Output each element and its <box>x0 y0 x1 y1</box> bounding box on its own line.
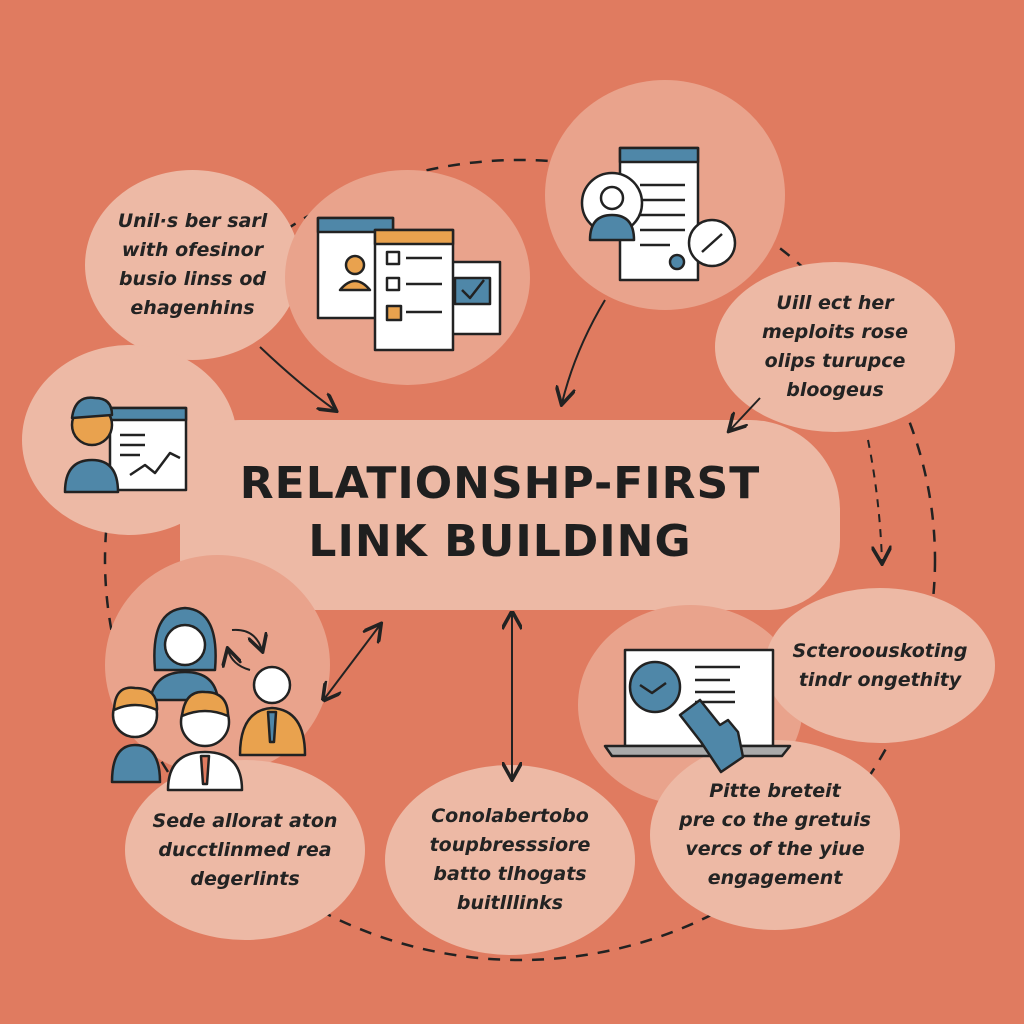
bubble-text: Conolabertobo <box>431 805 589 827</box>
arrow <box>231 628 262 650</box>
bubble-text: bloogeus <box>786 379 884 401</box>
bubble-text: batto tlhogats <box>433 863 587 885</box>
arrow <box>730 397 761 430</box>
bubble-text: busio linss od <box>118 268 267 290</box>
bubble-text: with ofesinor <box>121 239 264 261</box>
bubble-text: buitlllinks <box>456 892 564 914</box>
bubble-text: vercs of the yiue <box>685 838 865 860</box>
bubble-text: tindr ongethity <box>798 668 962 691</box>
bubble-text: Pitte breteit <box>709 780 841 802</box>
bubble-text: olips turupce <box>764 350 906 372</box>
bubble-text: Uill ect her <box>776 292 894 314</box>
people-collaboration-icon <box>110 606 307 792</box>
bubble-text: ducctlinmed rea <box>158 838 332 861</box>
bubble-text: Unil·s ber sarl <box>117 210 268 232</box>
bubble-text: pre co the gretuis <box>679 809 871 831</box>
text-bubble-top-left: Unil·s ber sarl with ofesinor busio linss … <box>85 170 300 360</box>
text-bubble-bottom-right: Pitte breteit pre co the gretuis vercs of … <box>650 740 900 930</box>
documents-checklist-icon <box>316 216 502 352</box>
bubble-text: ehagenhins <box>130 297 255 319</box>
arrow <box>228 650 251 671</box>
double-arrow <box>325 625 380 698</box>
person-analytics-icon <box>63 396 188 494</box>
page-title: RELATIONSHP-FIRST LINK BUILDING <box>180 455 820 571</box>
bubble-text: Scteroouskoting <box>792 639 968 662</box>
bubble-text: meploits rose <box>762 321 908 343</box>
bubble-text: degerlints <box>190 867 300 890</box>
arrow <box>259 346 335 410</box>
bubble-text: toupbresssiore <box>429 834 591 856</box>
bubble-text: Sede allorat aton <box>152 809 338 832</box>
laptop-click-icon <box>603 648 792 774</box>
text-bubble-bottom-center: Conolabertobo toupbresssiore batto tlhogat… <box>385 765 635 955</box>
dashed-cycle-ring <box>103 158 937 962</box>
title-line-1: RELATIONSHP-FIRST <box>239 458 761 509</box>
text-bubble-right-middle: Scteroouskoting tindr ongethity <box>765 588 995 743</box>
arrow <box>562 299 606 403</box>
arrow <box>867 439 882 562</box>
profile-document-icon <box>580 146 737 282</box>
title-banner <box>180 420 840 610</box>
title-line-2: LINK BUILDING <box>308 516 692 567</box>
bubble-text: engagement <box>707 867 843 889</box>
text-bubble-bottom-left: Sede allorat aton ducctlinmed rea degerlin… <box>125 760 365 940</box>
